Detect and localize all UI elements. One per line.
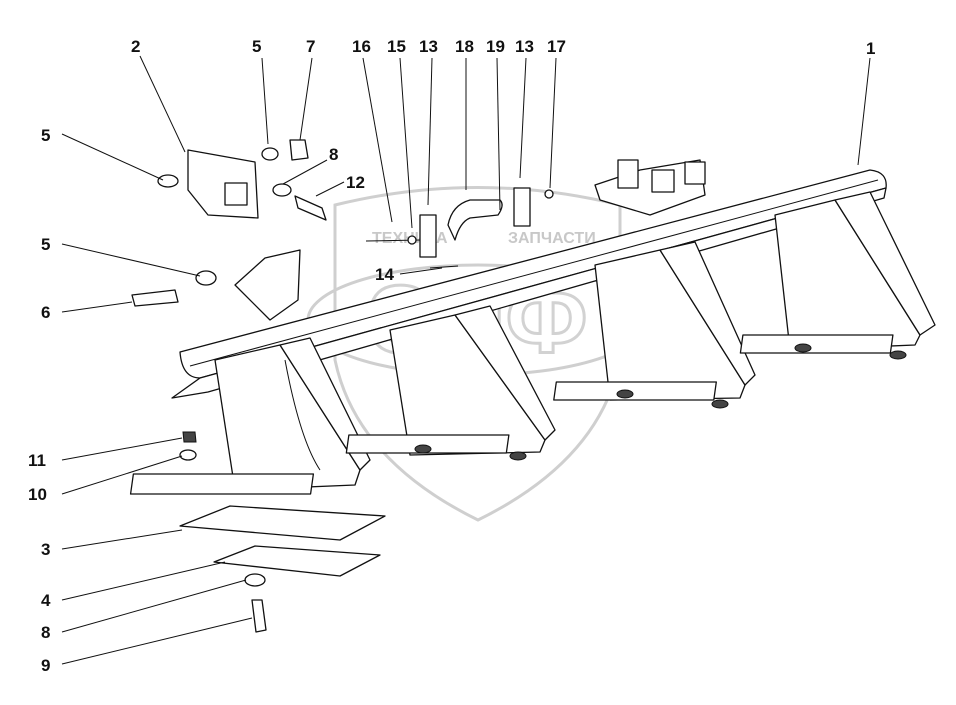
callout-17: 17 xyxy=(547,37,566,56)
bracket-4 xyxy=(739,191,936,360)
main-rail xyxy=(171,169,887,399)
callout-1: 1 xyxy=(866,39,875,58)
callout-12: 12 xyxy=(346,173,365,192)
bracket-2 xyxy=(345,305,556,461)
callout-13b: 13 xyxy=(515,37,534,56)
callout-9: 9 xyxy=(41,656,50,675)
center-bracket-set xyxy=(365,187,554,269)
callout-7: 7 xyxy=(306,37,315,56)
callout-6: 6 xyxy=(41,303,50,322)
callout-8b: 8 xyxy=(41,623,50,642)
callout-15: 15 xyxy=(387,37,406,56)
callout-16: 16 xyxy=(352,37,371,56)
callout-13a: 13 xyxy=(419,37,438,56)
callout-5c: 5 xyxy=(41,235,50,254)
bracket-3 xyxy=(553,241,756,409)
top-clamp xyxy=(594,159,706,216)
callout-3: 3 xyxy=(41,540,50,559)
brackets xyxy=(129,191,936,495)
callout-10: 10 xyxy=(28,485,47,504)
callout-11: 11 xyxy=(28,451,46,470)
lower-plates xyxy=(179,431,386,633)
callout-19: 19 xyxy=(486,37,505,56)
callout-14: 14 xyxy=(375,265,394,284)
clamp-plate-2 xyxy=(157,139,327,221)
callout-5b: 5 xyxy=(41,126,50,145)
callout-5a: 5 xyxy=(252,37,261,56)
watermark-right-word: ЗАПЧАСТИ xyxy=(508,230,596,247)
callout-18: 18 xyxy=(455,37,474,56)
side-plate xyxy=(131,249,301,321)
leader-lines xyxy=(61,55,871,665)
bracket-1 xyxy=(129,337,371,495)
callout-8a: 8 xyxy=(329,145,338,164)
callout-labels: 1 2 5 7 16 15 13 18 19 13 17 5 8 12 5 14… xyxy=(28,37,875,675)
callout-2: 2 xyxy=(131,37,140,56)
callout-4: 4 xyxy=(41,591,51,610)
